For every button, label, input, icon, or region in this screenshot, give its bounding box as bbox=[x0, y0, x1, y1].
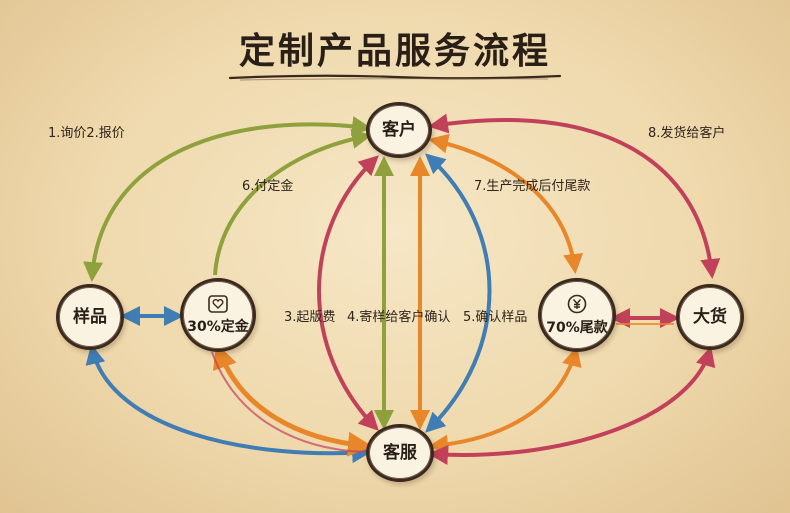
step-label-7: 7.生产完成后付尾款 bbox=[474, 179, 591, 194]
node-sample-label: 样品 bbox=[73, 306, 107, 327]
arrow-customer-balance bbox=[428, 133, 584, 274]
arrow-customer-service-blue bbox=[425, 153, 492, 433]
node-service: 客服 bbox=[366, 424, 434, 482]
arrow-deposit-service bbox=[212, 343, 373, 457]
node-sample: 样品 bbox=[56, 284, 124, 350]
step-label-4: 4.寄样给客户确认 bbox=[347, 310, 451, 325]
node-deposit: 30%定金 bbox=[180, 278, 256, 352]
node-deposit-label: 30%定金 bbox=[187, 318, 249, 335]
arrow-customer-sample bbox=[83, 116, 372, 282]
arrow-deposit-customer bbox=[213, 128, 372, 276]
heart-card-icon bbox=[208, 294, 228, 317]
arrow-customer-service-red bbox=[317, 155, 379, 431]
page-title: 定制产品服务流程 bbox=[238, 31, 551, 72]
node-service-label: 客服 bbox=[383, 442, 417, 463]
node-balance: 70%尾款 bbox=[538, 278, 616, 352]
arrow-service-bulk bbox=[428, 346, 716, 465]
node-bulk-label: 大货 bbox=[693, 306, 727, 327]
step-label-1-2: 1.询价2.报价 bbox=[48, 126, 125, 141]
arrow-customer-bulk bbox=[428, 113, 721, 279]
node-customer: 客户 bbox=[366, 102, 432, 158]
step-label-8: 8.发货给客户 bbox=[648, 126, 726, 141]
step-label-3: 3.起版费 bbox=[284, 310, 336, 325]
step-label-5: 5.确认样品 bbox=[463, 310, 528, 325]
step-label-6: 6.付定金 bbox=[242, 179, 294, 194]
node-balance-label: 70%尾款 bbox=[546, 319, 608, 336]
title-underline bbox=[228, 74, 562, 81]
node-bulk: 大货 bbox=[676, 284, 744, 350]
node-customer-label: 客户 bbox=[382, 119, 416, 140]
arrow-deposit-service-red bbox=[211, 351, 367, 453]
yuan-coin-icon bbox=[567, 294, 587, 318]
